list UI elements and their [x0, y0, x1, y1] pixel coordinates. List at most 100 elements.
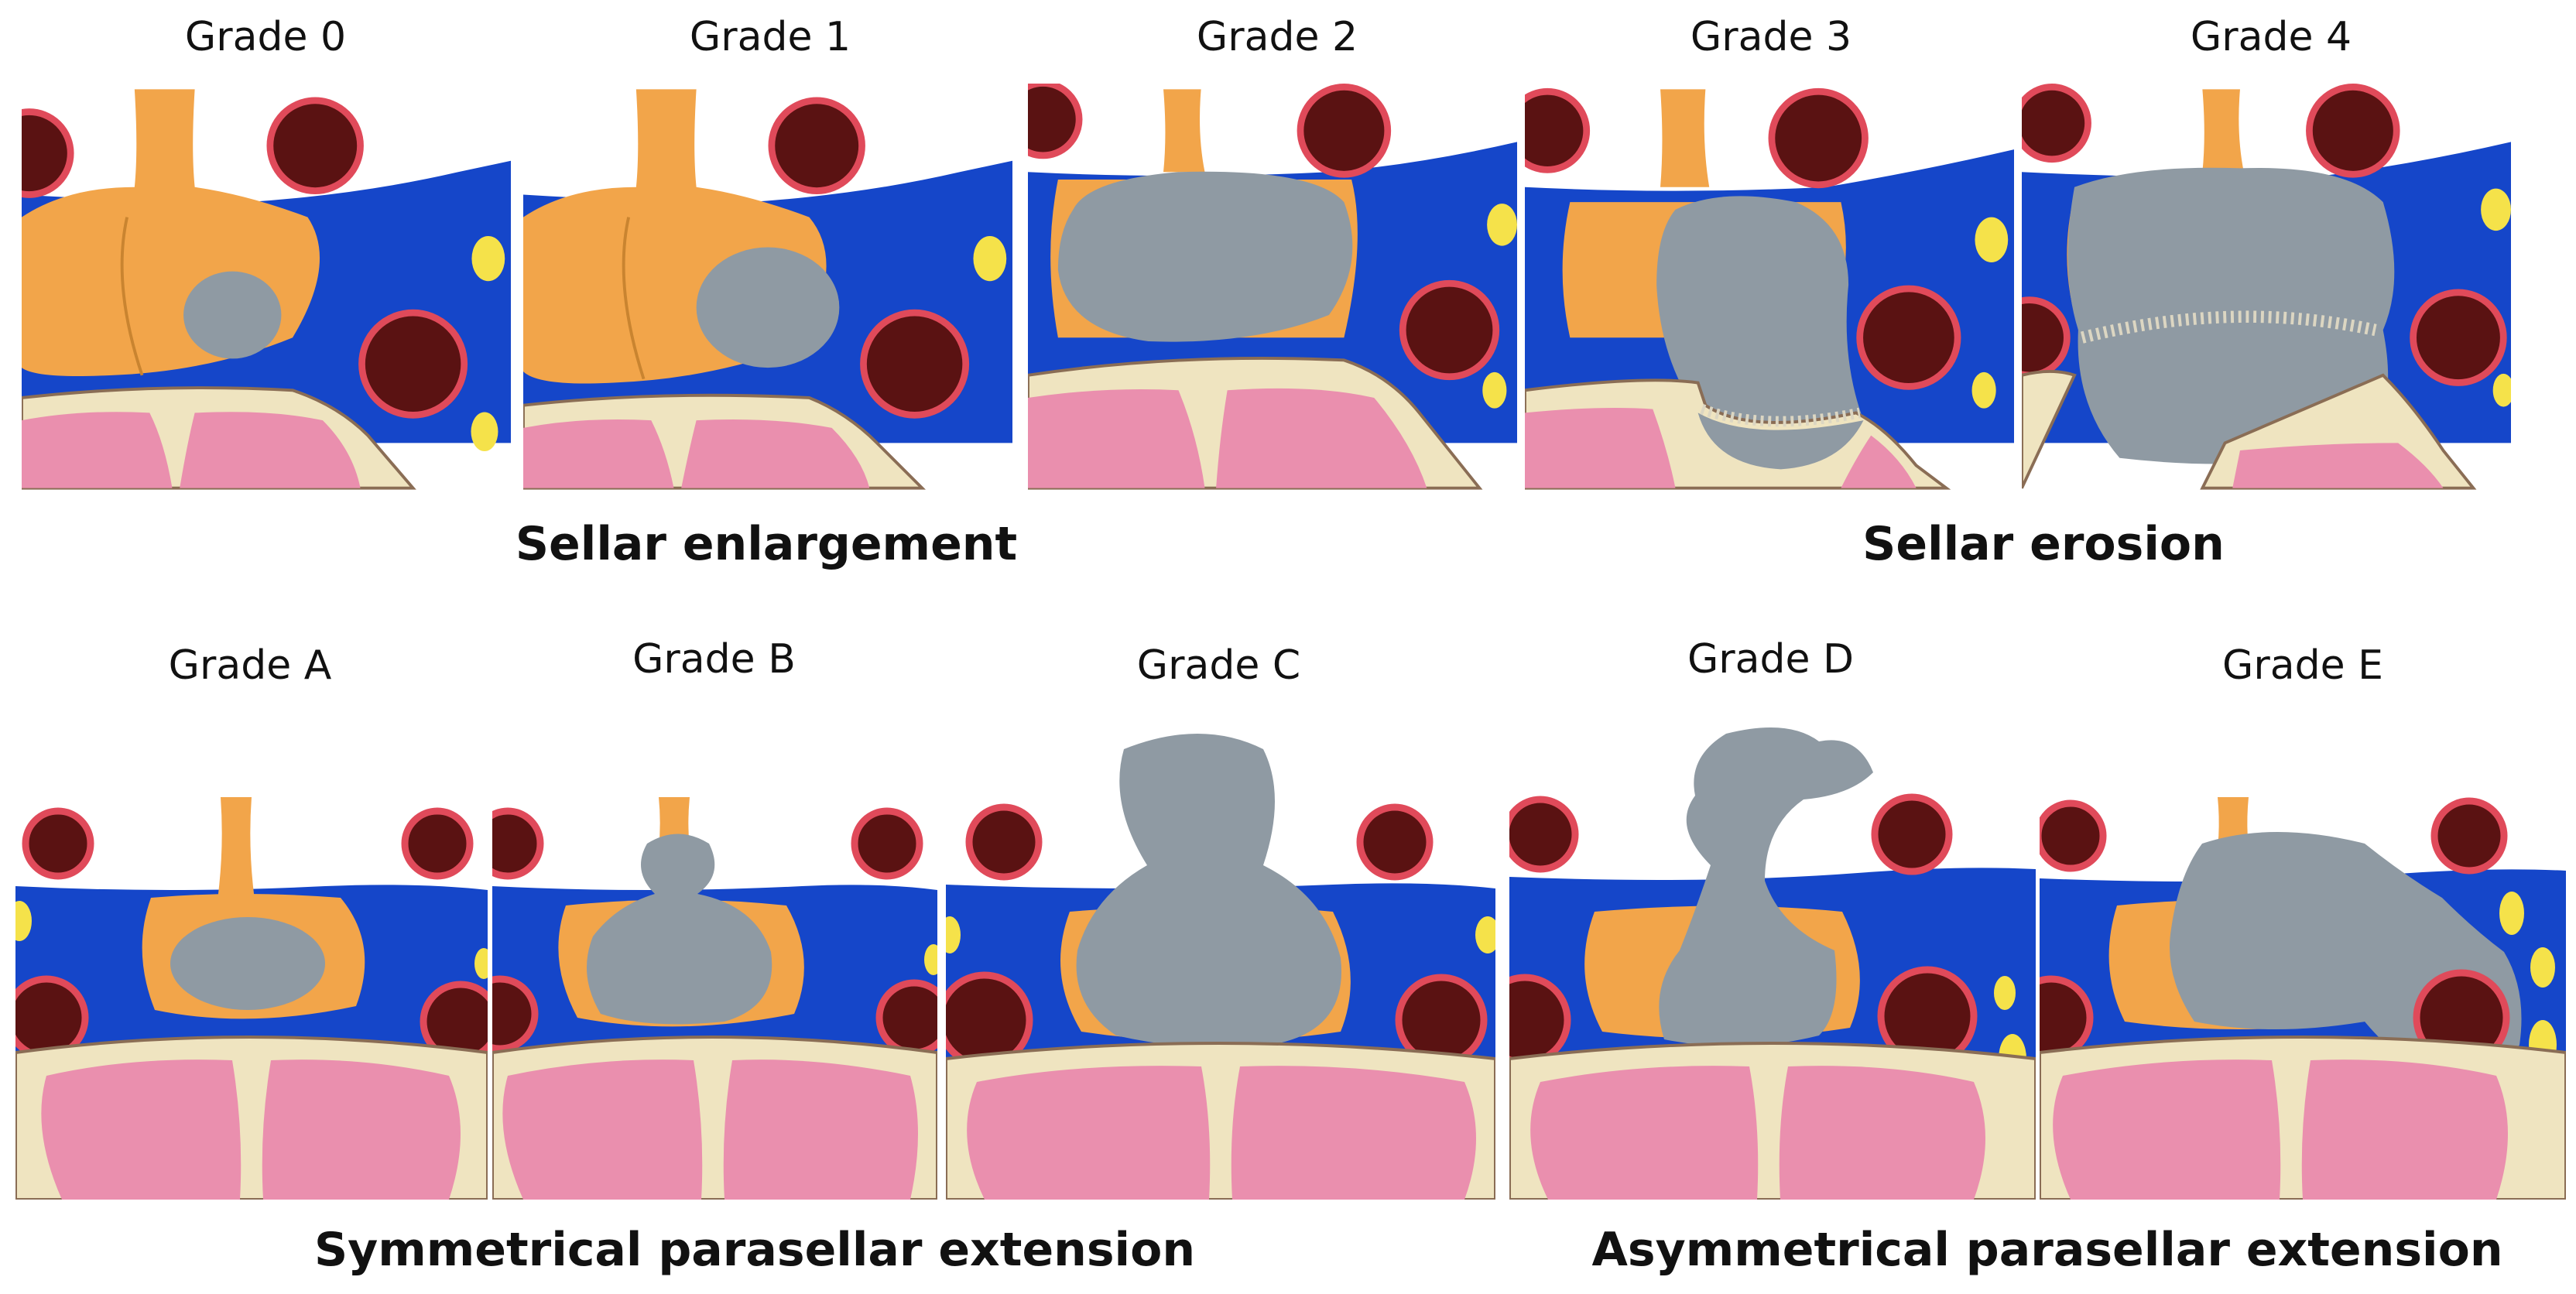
symmetrical-parasellar-caption: Symmetrical parasellar extension	[313, 1223, 1196, 1277]
carotid-artery-top-left	[492, 807, 544, 880]
sphenoid-sinus	[1028, 389, 1205, 488]
carotid-artery-top-right	[851, 807, 923, 880]
grade-c-illustration	[946, 726, 1495, 1200]
sphenoid-sinus	[723, 1060, 918, 1200]
pituitary-lobe-line	[120, 217, 144, 376]
cranial-nerve	[1482, 371, 1507, 409]
pituitary-adenoma	[183, 271, 282, 359]
cranial-nerve	[1994, 976, 2016, 1010]
eroded-bone-speckle	[2080, 310, 2377, 344]
carotid-artery-lower-right	[2410, 289, 2507, 386]
pituitary-adenoma	[1057, 171, 1353, 342]
grade-2-illustration	[1028, 84, 1517, 490]
cranial-nerve	[2481, 188, 2511, 231]
cranial-nerve	[2492, 373, 2511, 407]
grade-d-illustration	[1509, 726, 2036, 1200]
sphenoid-sinus	[1216, 388, 1427, 488]
pituitary-adenoma	[170, 917, 325, 1010]
carotid-artery-top-right	[401, 807, 474, 880]
sphenoid-sinus	[1525, 407, 1676, 488]
cranial-nerve	[471, 412, 498, 452]
cranial-nerve	[1975, 217, 2009, 262]
pituitary-stalk	[217, 797, 255, 905]
sphenoid-sinus	[180, 412, 361, 488]
carotid-artery-lower-right	[875, 979, 937, 1056]
carotid-artery-top-right	[2306, 84, 2400, 178]
grade-4-illustration	[2022, 84, 2511, 490]
carotid-artery-top-left	[22, 108, 74, 198]
grade-3-illustration	[1525, 87, 2014, 490]
sphenoid-sinus	[41, 1060, 242, 1200]
sphenoid-sinus	[2232, 443, 2444, 488]
carotid-artery-lower-right	[358, 309, 468, 419]
pituitary-stalk	[1163, 89, 1205, 173]
grade-0-title: Grade 0	[184, 14, 347, 60]
pituitary-lobe-line	[622, 217, 646, 380]
sellar-floor-bone	[2022, 370, 2077, 489]
pituitary-adenoma	[1659, 727, 1873, 1046]
pituitary-adenoma	[1656, 196, 1864, 470]
pituitary-stalk	[1660, 89, 1710, 187]
sphenoid-sinus	[22, 412, 173, 488]
carotid-artery-lower-left	[1509, 974, 1571, 1066]
grade-0-illustration	[22, 89, 511, 490]
sphenoid-sinus	[1779, 1066, 1985, 1200]
pituitary-adenoma	[1076, 734, 1341, 1048]
sphenoid-sinus	[1841, 435, 1917, 488]
pituitary-adenoma	[587, 834, 772, 1025]
carotid-artery-top-right	[1871, 793, 1953, 875]
grade-a-illustration	[15, 789, 488, 1200]
sellar-enlargement-caption: Sellar enlargement	[515, 517, 1018, 571]
pituitary-stalk	[2202, 89, 2244, 173]
carotid-artery-top-left	[1028, 84, 1083, 159]
carotid-artery-top-right	[2430, 797, 2508, 875]
grade-2-title: Grade 2	[1196, 14, 1358, 60]
carotid-artery-top-right	[1356, 803, 1434, 881]
carotid-artery-top-left	[1525, 87, 1591, 173]
grade-a-title: Grade A	[168, 642, 332, 689]
carotid-artery-top-left	[2022, 84, 2091, 163]
sellar-erosion-caption: Sellar erosion	[1862, 517, 2225, 571]
sphenoid-sinus	[967, 1066, 1211, 1200]
cranial-nerve	[1971, 371, 1996, 409]
sphenoid-sinus	[2301, 1060, 2508, 1200]
eroded-bone-speckle	[1700, 404, 1862, 427]
carotid-artery-top-right	[768, 97, 865, 194]
cranial-nerve	[471, 235, 505, 282]
carotid-artery-lower-left	[492, 975, 539, 1053]
cranial-nerve	[1487, 204, 1517, 246]
cranial-nerve	[15, 901, 32, 941]
sphenoid-sinus	[523, 419, 674, 488]
carotid-artery-top-right	[1768, 87, 1869, 189]
carotid-artery-lower-right	[1856, 285, 1961, 390]
carotid-artery-lower-left	[2022, 296, 2071, 379]
carotid-artery-top-left	[22, 807, 94, 880]
pituitary-adenoma	[696, 247, 840, 368]
sphenoid-sinus	[262, 1060, 461, 1200]
carotid-artery-top-right	[266, 97, 364, 194]
grade-4-title: Grade 4	[2190, 14, 2352, 60]
grade-e-title: Grade E	[2222, 642, 2383, 689]
cranial-nerve	[2499, 892, 2524, 935]
asymmetrical-parasellar-caption: Asymmetrical parasellar extension	[1591, 1223, 2503, 1277]
cranial-nerve	[973, 235, 1007, 282]
grade-b-title: Grade B	[632, 636, 796, 683]
carotid-artery-top-right	[1297, 84, 1392, 178]
carotid-artery-lower-right	[1399, 279, 1500, 381]
cranial-nerve	[1475, 916, 1495, 953]
grade-b-illustration	[492, 789, 937, 1200]
carotid-artery-top-left	[1509, 796, 1579, 873]
grade-3-title: Grade 3	[1690, 14, 1852, 60]
cranial-nerve	[474, 948, 488, 979]
grade-1-title: Grade 1	[689, 14, 851, 60]
grade-e-illustration	[2040, 789, 2566, 1200]
cranial-nerve	[924, 944, 937, 975]
carotid-artery-top-left	[2040, 799, 2107, 872]
grade-d-title: Grade D	[1687, 636, 1855, 683]
sphenoid-sinus	[2053, 1060, 2281, 1200]
carotid-artery-lower-right	[860, 309, 970, 419]
carotid-artery-lower-left	[2040, 975, 2094, 1060]
sphenoid-sinus	[1231, 1066, 1476, 1200]
cranial-nerve	[2530, 947, 2555, 988]
pituitary-adenoma	[1697, 413, 1864, 470]
